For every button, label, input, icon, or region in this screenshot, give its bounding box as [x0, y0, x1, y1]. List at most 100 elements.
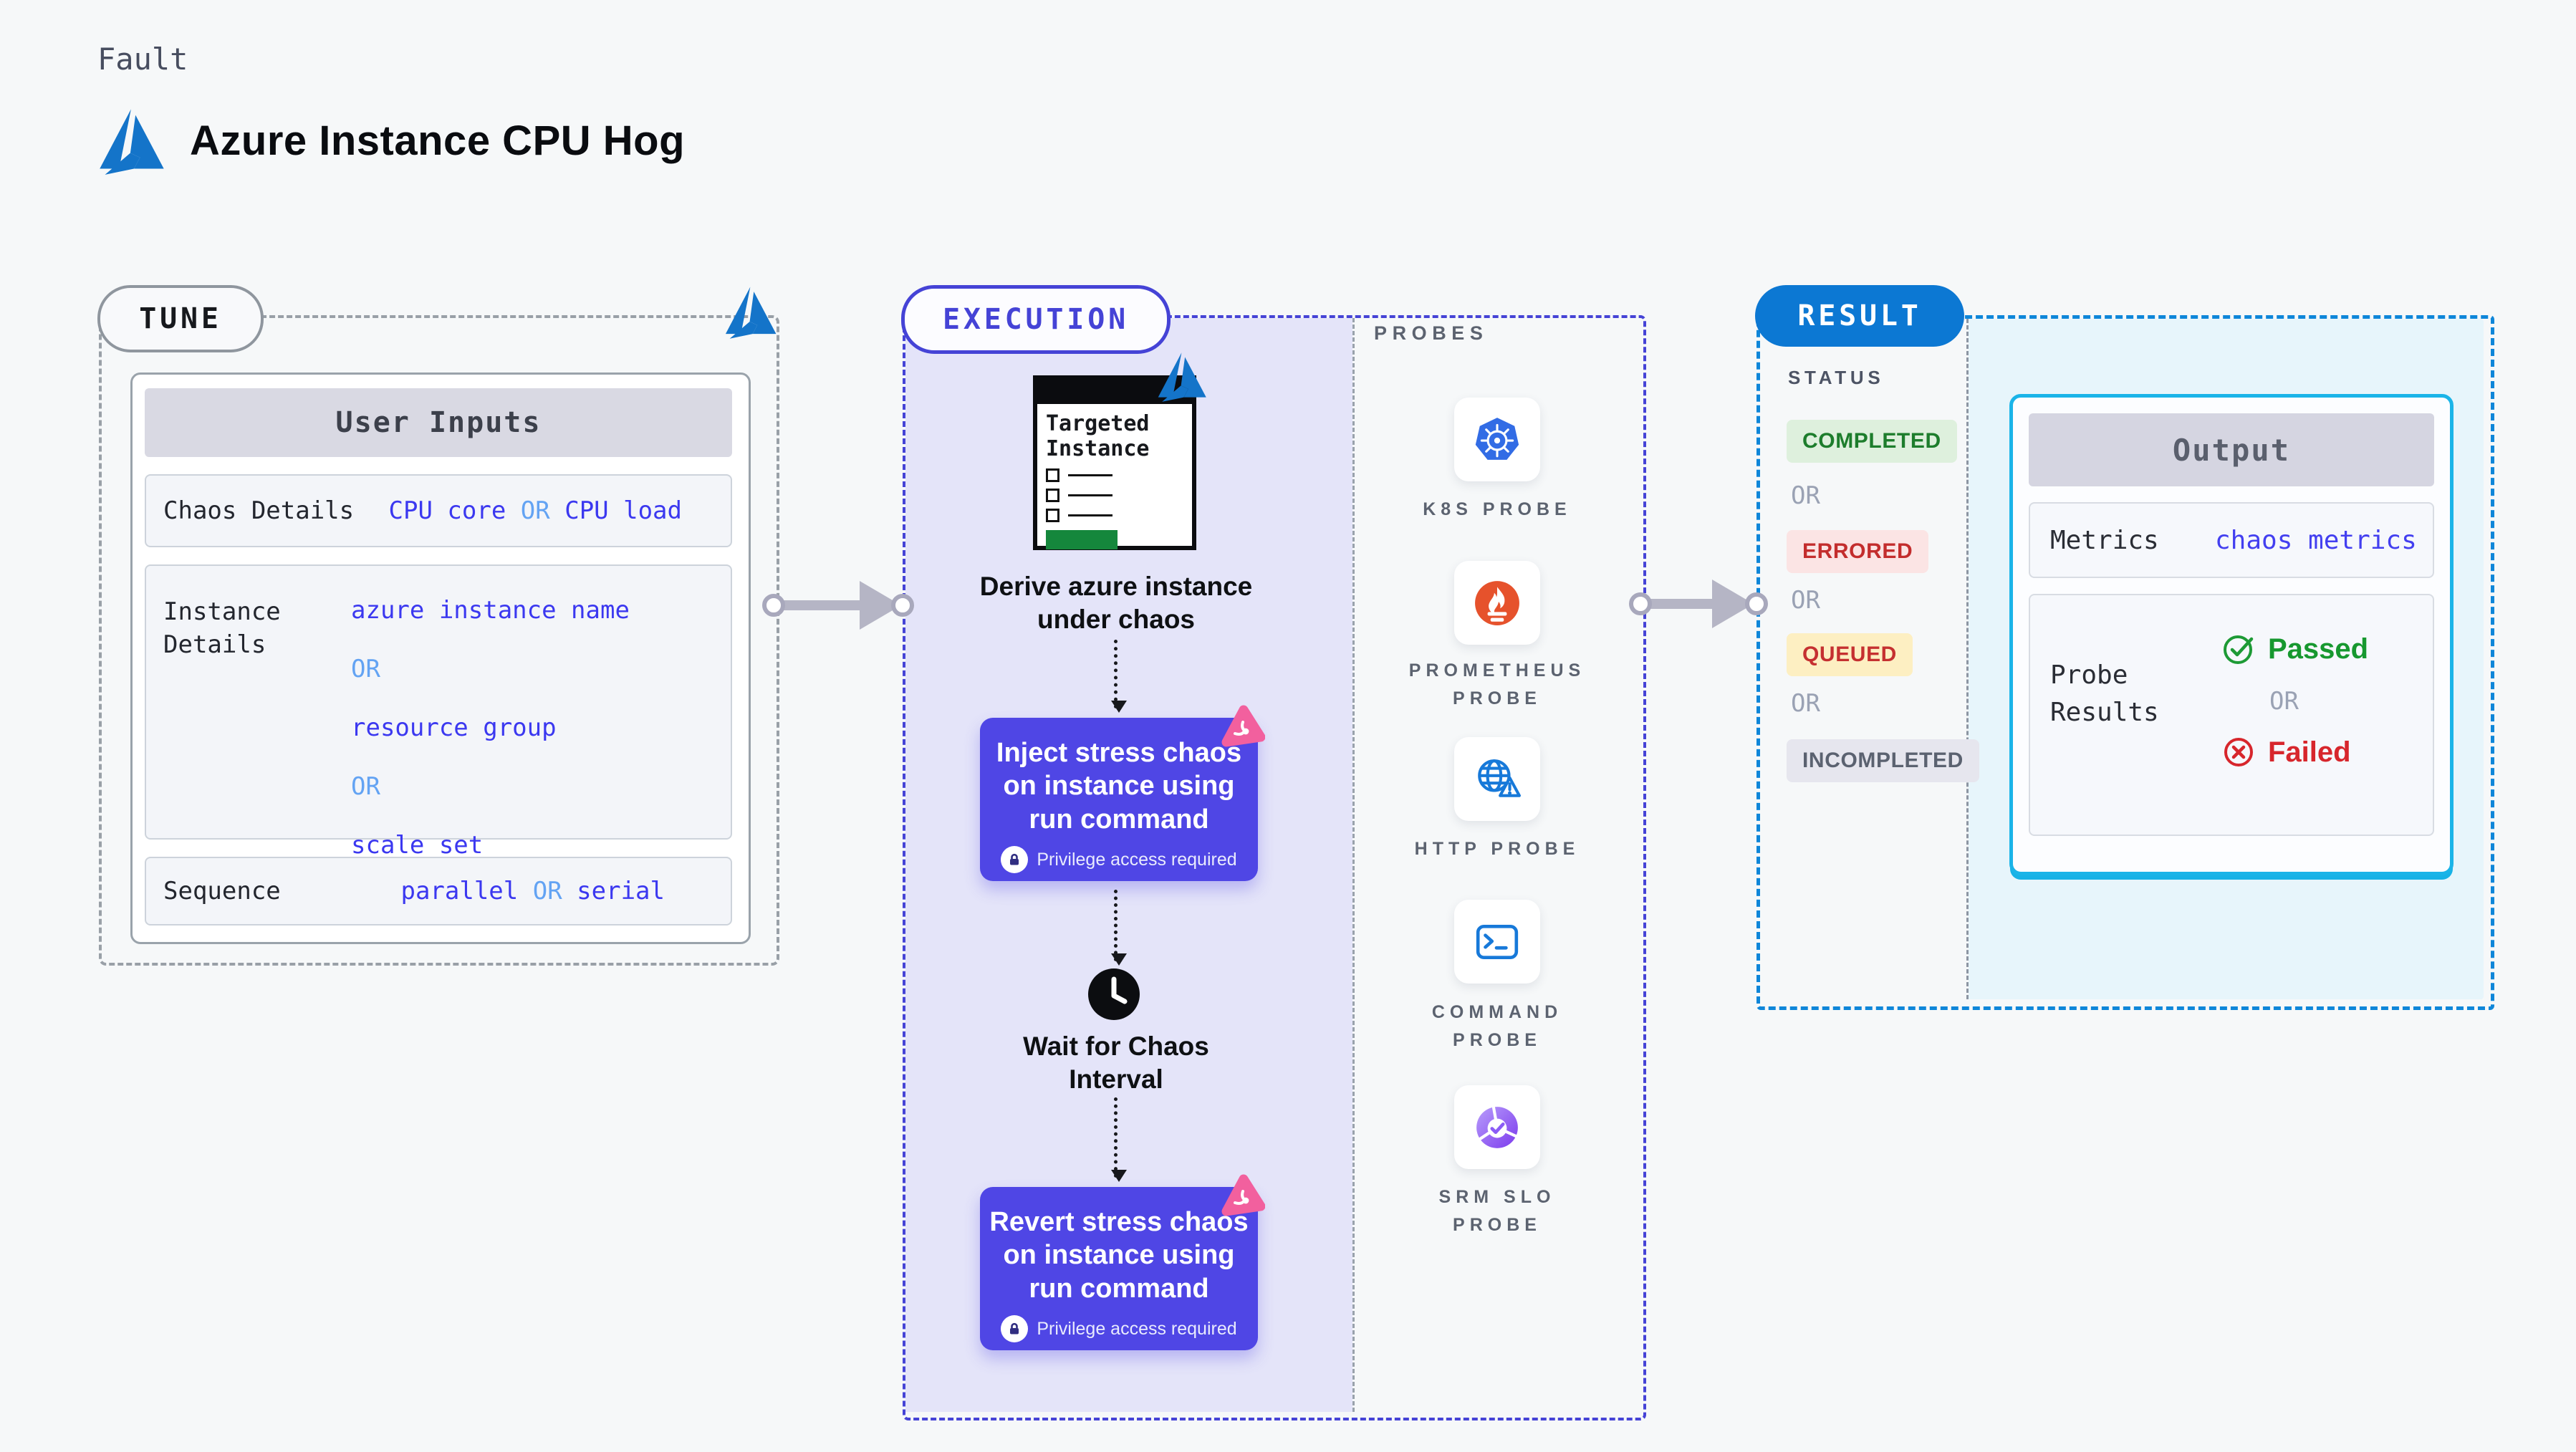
status-badge-queued: QUEUED	[1787, 633, 1913, 676]
instance-details-row: Instance Details azure instance name OR …	[145, 564, 732, 860]
privilege-row: Privilege access required	[1001, 846, 1237, 874]
inject-chaos-text: Inject stress chaos on instance using ru…	[996, 738, 1242, 835]
revert-chaos-text: Revert stress chaos on instance using ru…	[989, 1207, 1249, 1304]
checkbox-row	[1046, 508, 1183, 522]
probe-or-separator: OR	[2269, 687, 2299, 716]
page-title-row: Azure Instance CPU Hog	[95, 103, 685, 178]
azure-logo-icon-small	[722, 282, 781, 341]
terminal-icon	[1474, 918, 1521, 966]
execution-section-frame	[903, 315, 1646, 1420]
probes-column-label: PROBES	[1374, 322, 1489, 344]
chaos-or: OR	[520, 496, 550, 525]
sequence-label: Sequence	[163, 877, 281, 905]
flow-arrow-down	[1111, 640, 1127, 713]
flow-arrow-down	[1111, 1097, 1127, 1182]
probe-card-k8s	[1454, 398, 1540, 481]
chaos-value-a: CPU core	[388, 496, 506, 525]
probe-results-row: Probe Results Passed OR Failed	[2029, 594, 2434, 836]
targeted-instance-title: Targeted Instance	[1046, 411, 1150, 462]
connector-node	[762, 594, 785, 617]
metrics-label: Metrics	[2050, 525, 2159, 555]
status-divider	[1966, 319, 1969, 999]
result-section-frame	[1756, 315, 2494, 1010]
checkbox-icon	[1046, 468, 1059, 482]
azure-logo-icon-window	[1155, 348, 1211, 404]
progress-bar	[1046, 529, 1118, 549]
privilege-note: Privilege access required	[1037, 849, 1237, 870]
azure-logo-icon	[95, 103, 170, 178]
connector-node	[1629, 592, 1652, 615]
probe-card-command	[1454, 900, 1540, 984]
kubernetes-icon	[1474, 416, 1521, 463]
probe-card-http	[1454, 737, 1540, 821]
sequence-row: Sequence parallel OR serial	[145, 857, 732, 925]
metrics-value: chaos metrics	[2215, 525, 2417, 555]
connector-node	[891, 594, 914, 617]
probe-card-srm-slo	[1454, 1085, 1540, 1169]
sequence-value-a: parallel	[400, 877, 519, 905]
tune-pill: TUNE	[97, 285, 264, 352]
probe-label-http: HTTP PROBE	[1414, 839, 1580, 859]
clock-icon	[1087, 967, 1141, 1021]
output-card: Output Metrics chaos metrics Probe Resul…	[2009, 394, 2454, 875]
chaos-details-label: Chaos Details	[163, 496, 355, 525]
execution-to-result-arrow-line	[1646, 599, 1716, 609]
user-inputs-title: User Inputs	[145, 388, 732, 457]
revert-chaos-card: Revert stress chaos on instance using ru…	[980, 1187, 1258, 1350]
check-circle-icon	[2222, 633, 2255, 665]
connector-node	[1745, 592, 1768, 615]
checkbox-row	[1046, 488, 1183, 502]
probe-label-srm-slo: SRM SLO PROBE	[1438, 1187, 1556, 1235]
instance-value-a: azure instance name	[351, 596, 630, 625]
output-title: Output	[2029, 413, 2434, 486]
failed-label: Failed	[2268, 736, 2351, 768]
chaos-value-b: CPU load	[564, 496, 682, 525]
privilege-row: Privilege access required	[1001, 1315, 1237, 1343]
metrics-row: Metrics chaos metrics	[2029, 502, 2434, 578]
prometheus-icon	[1474, 580, 1521, 627]
failed-line: Failed	[2222, 736, 2368, 769]
status-badge-incompleted: INCOMPLETED	[1787, 739, 1979, 782]
http-globe-icon	[1474, 756, 1521, 803]
privilege-note: Privilege access required	[1037, 1318, 1237, 1339]
inject-chaos-card: Inject stress chaos on instance using ru…	[980, 718, 1258, 881]
checkbox-row	[1046, 468, 1183, 482]
sequence-or: OR	[532, 877, 562, 905]
passed-label: Passed	[2268, 633, 2369, 665]
probe-card-prometheus	[1454, 561, 1540, 645]
status-badge-errored: ERRORED	[1787, 530, 1929, 573]
sequence-value-b: serial	[577, 877, 665, 905]
page-title: Azure Instance CPU Hog	[190, 117, 685, 164]
fault-kicker: Fault	[97, 42, 188, 77]
execution-pill: EXECUTION	[901, 285, 1171, 354]
status-badge-completed: COMPLETED	[1787, 420, 1957, 463]
status-column-label: STATUS	[1788, 367, 1885, 388]
derive-step-caption: Derive azure instance under chaos	[979, 572, 1253, 634]
x-circle-icon	[2222, 736, 2255, 769]
chaos-details-row: Chaos Details CPU core OR CPU load	[145, 474, 732, 547]
probe-label-command: COMMAND PROBE	[1431, 1002, 1563, 1050]
lock-icon	[1001, 846, 1029, 874]
checkbox-icon	[1046, 508, 1059, 522]
status-or-separator: OR	[1791, 481, 1820, 510]
status-or-separator: OR	[1791, 689, 1820, 718]
tune-to-execution-arrow-line	[782, 600, 864, 610]
checkbox-icon	[1046, 488, 1059, 502]
instance-or-b: OR	[351, 772, 380, 801]
status-or-separator: OR	[1791, 586, 1820, 615]
passed-line: Passed	[2222, 633, 2368, 665]
lock-icon	[1001, 1315, 1029, 1343]
wait-step-caption: Wait for Chaos Interval	[1023, 1032, 1209, 1094]
flow-arrow-down	[1111, 890, 1127, 966]
probes-divider	[1352, 318, 1355, 1412]
result-pill: RESULT	[1755, 285, 1964, 347]
instance-or-a: OR	[351, 655, 380, 683]
tune-section-frame	[99, 315, 779, 966]
instance-value-b: resource group	[351, 713, 557, 742]
probe-results-label: Probe Results	[2050, 660, 2159, 728]
instance-details-label: Instance Details	[163, 597, 281, 659]
instance-value-c: scale set	[351, 831, 484, 860]
chaos-hub-icon	[1219, 1174, 1265, 1220]
probe-label-k8s: K8S PROBE	[1423, 499, 1572, 519]
